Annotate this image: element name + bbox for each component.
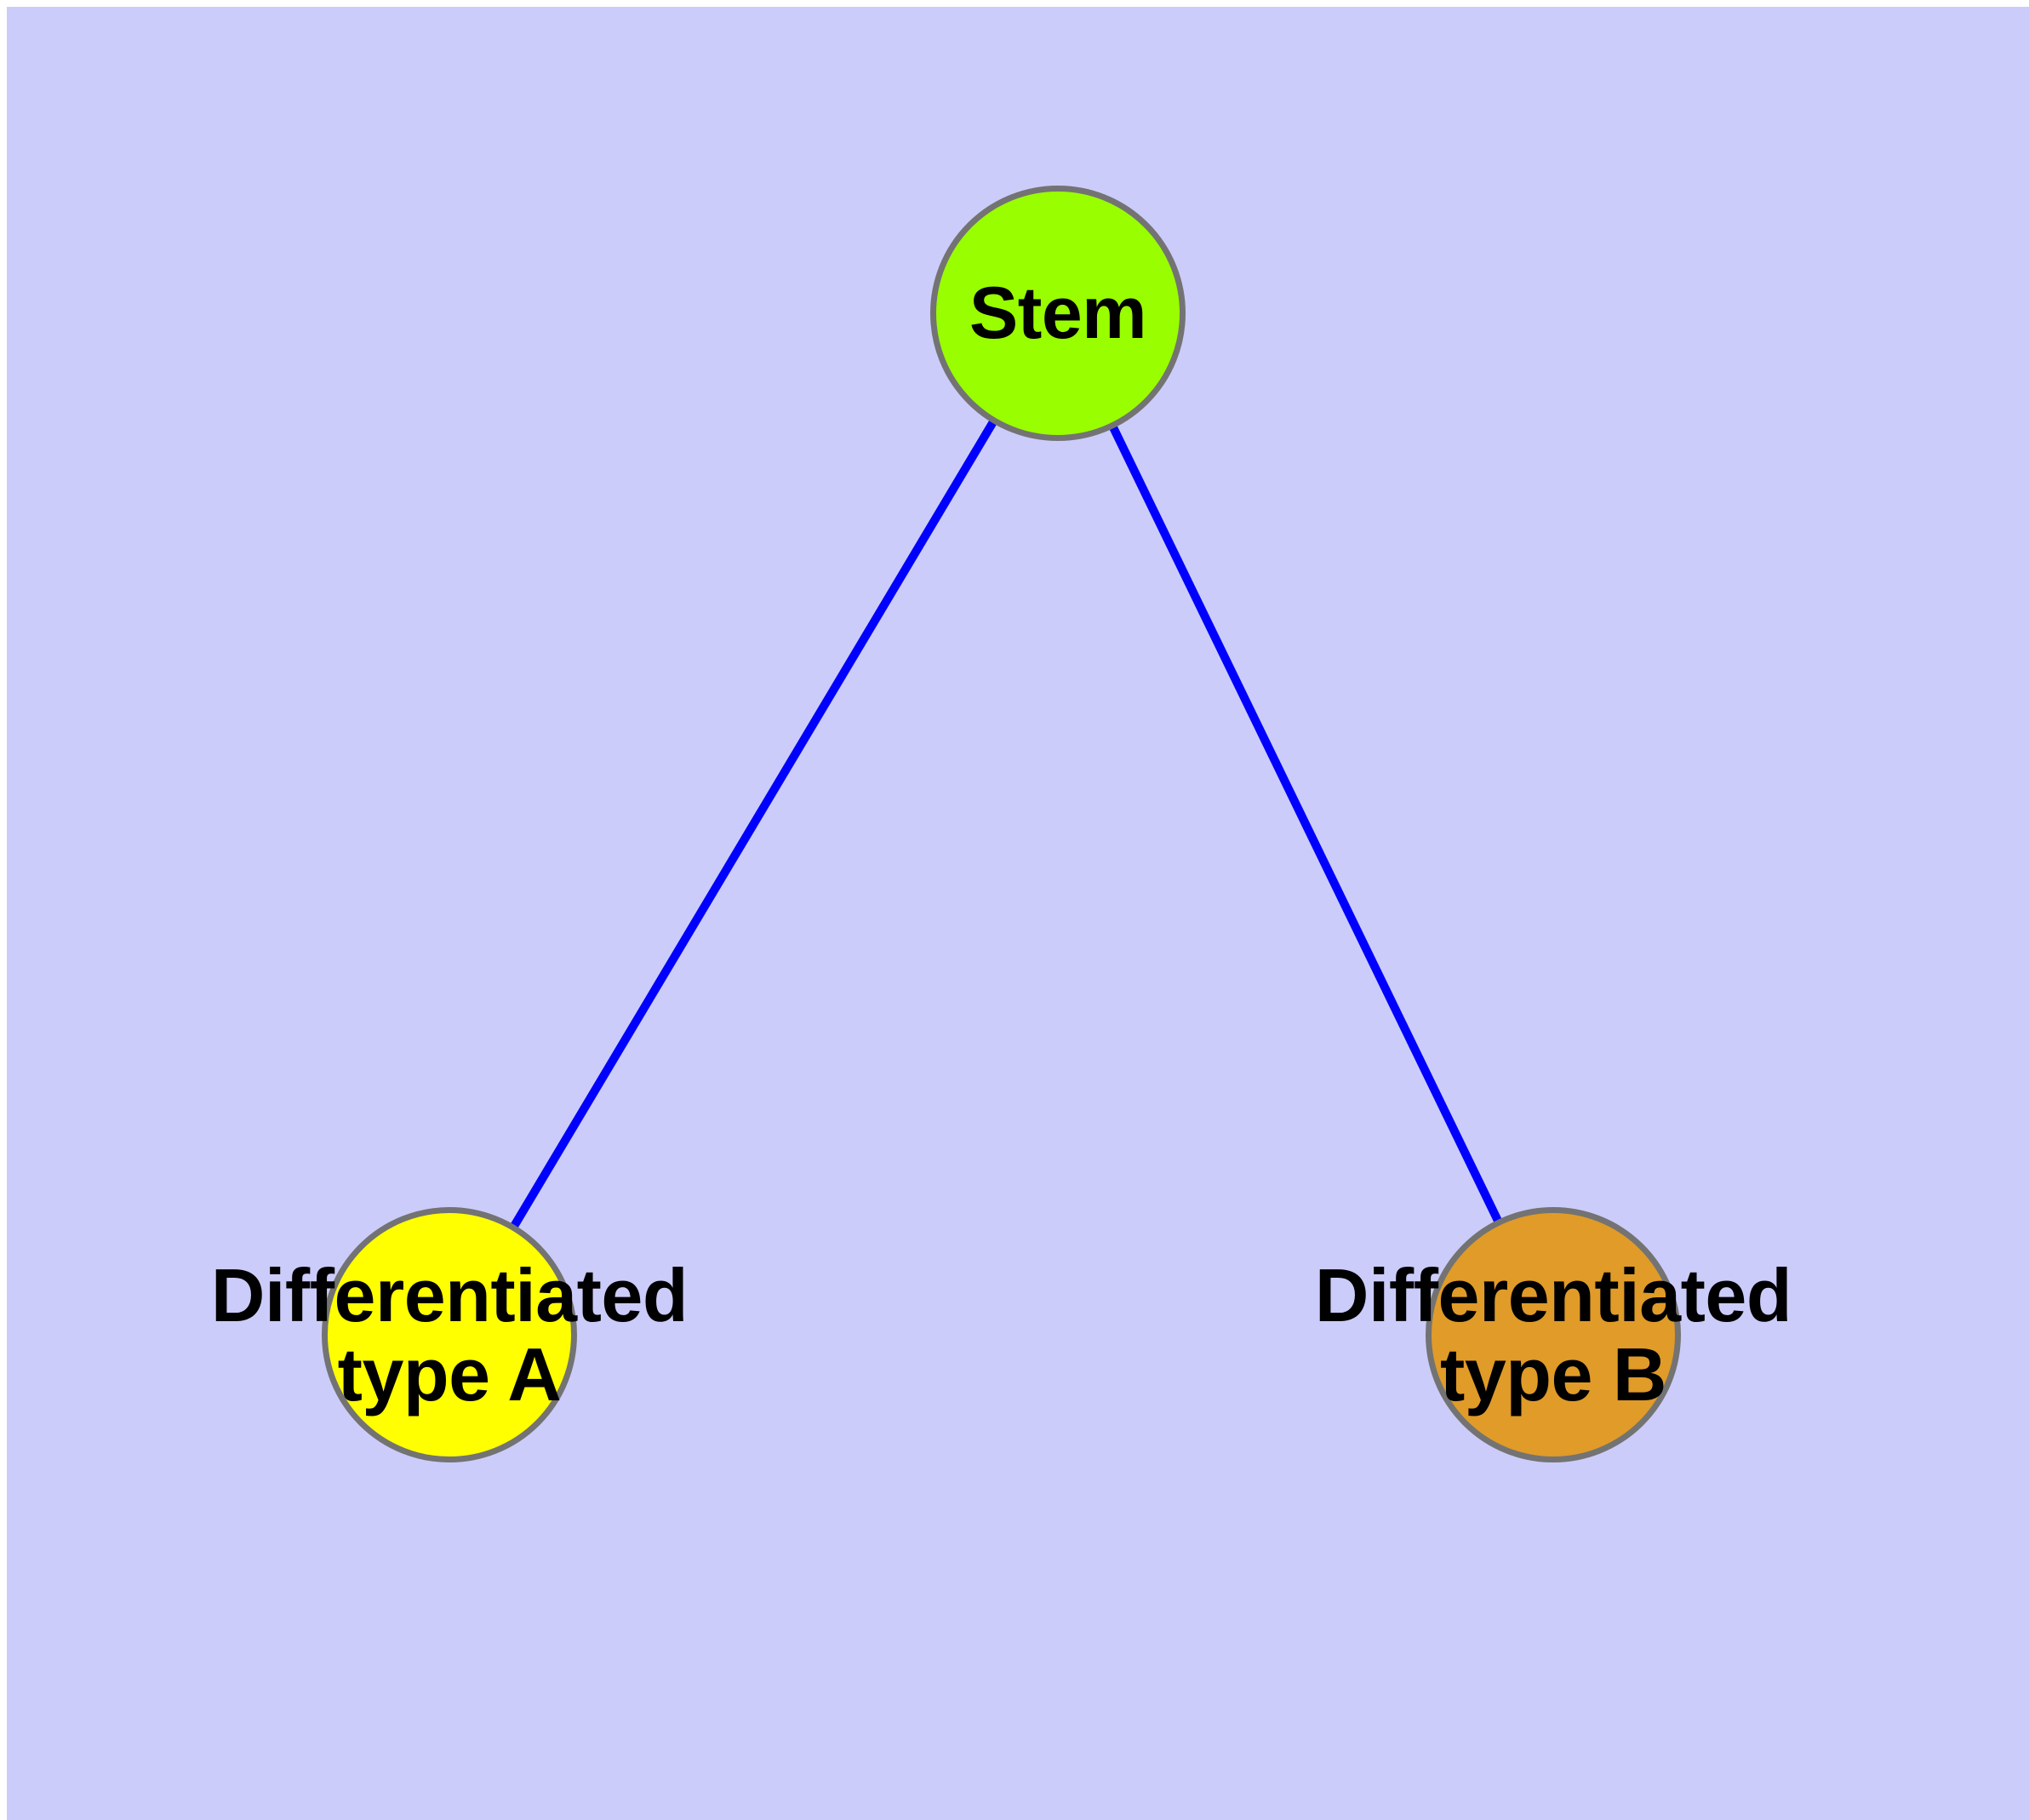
edge-stem-to-differentiated-type-a — [509, 417, 998, 1231]
node-stem[interactable] — [930, 186, 1186, 441]
edge-stem-to-differentiated-type-b — [1108, 423, 1503, 1225]
edge-layer — [509, 417, 1503, 1231]
node-differentiated-type-b[interactable] — [1426, 1207, 1681, 1462]
node-differentiated-type-a[interactable] — [322, 1207, 577, 1462]
